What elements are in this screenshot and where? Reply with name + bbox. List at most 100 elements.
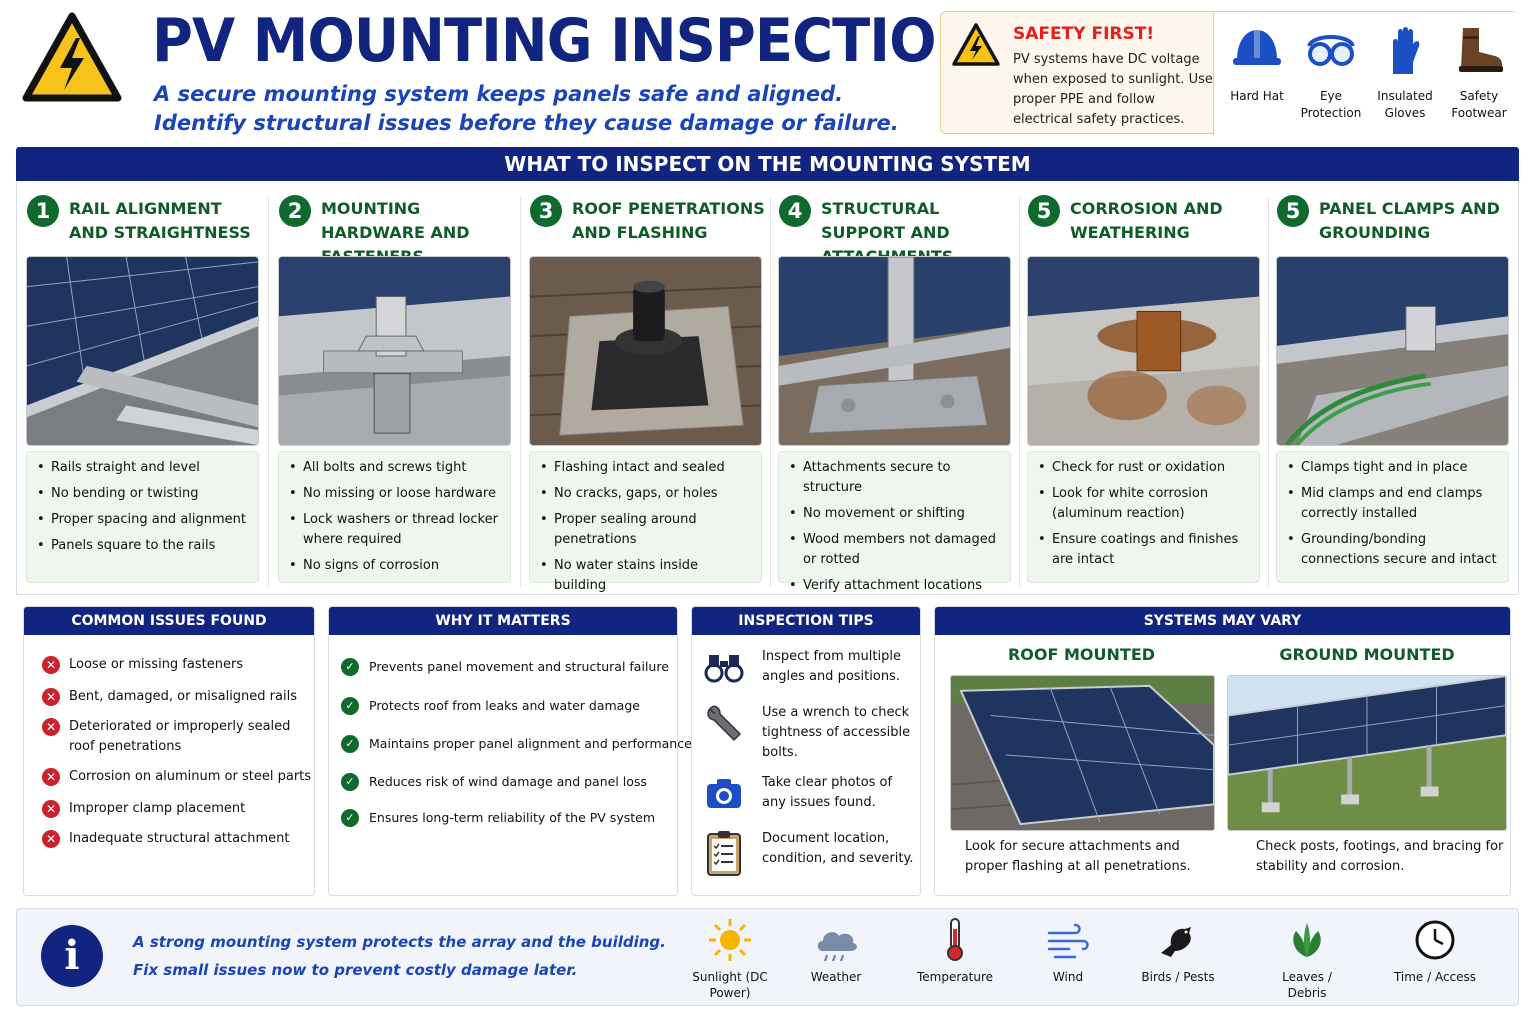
bullet-item: Proper spacing and alignment [37,510,250,530]
step-number: 2 [279,195,311,227]
bullet-item: Check for rust or oxidation [1038,458,1251,478]
panel-clamps-photo [1276,256,1509,446]
column-divider [268,197,269,587]
panel-heading: WHY IT MATTERS [329,607,677,635]
panel-heading: INSPECTION TIPS [692,607,920,635]
leaf-icon [1293,923,1321,957]
mounting-hardware-photo [278,256,511,446]
bullet-item: No signs of corrosion [289,556,502,576]
roof-flashing-photo [529,256,762,446]
safety-footwear-icon [1459,28,1503,72]
x-icon: ✕ [42,830,60,848]
wrench-icon [707,705,742,742]
rail-alignment-photo [26,256,259,446]
why-it-matters-panel: WHY IT MATTERS ✓Prevents panel movement … [328,606,692,896]
page-title: PV MOUNTING INSPECTION [152,6,982,76]
ground-mounted-caption: Check posts, footings, and bracing for s… [1256,839,1504,874]
bullet-item: No movement or shifting [789,504,1002,524]
camera-icon [707,779,741,808]
footer-banner: i A strong mounting system protects the … [16,908,1519,1006]
card-title: RAIL ALIGNMENT AND STRAIGHTNESS [69,199,251,242]
step-number: 5 [1028,195,1060,227]
bird-icon [1161,927,1191,957]
check-icon: ✓ [341,697,359,715]
subtitle-line-1: A secure mounting system keeps panels sa… [154,82,844,106]
check-icon: ✓ [341,809,359,827]
hard-hat-icon [1233,30,1281,65]
bullet-list: Attachments secure to structure No movem… [778,451,1011,596]
bullet-item: Proper sealing around penetrations [540,510,753,550]
factor-label: Wind [1052,970,1084,984]
inspect-card-mounting-hardware: 2 MOUNTING HARDWARE AND FASTENERS All bo… [269,181,519,595]
bullet-item: Wood members not damaged or rotted [789,530,1002,570]
ground-mounted-photo [1227,675,1507,831]
panel-heading: SYSTEMS MAY VARY [935,607,1510,635]
warning-icon [952,23,1000,66]
ppe-label: Safety Footwear [1451,89,1507,120]
thermometer-icon [947,918,963,961]
section-banner: WHAT TO INSPECT ON THE MOUNTING SYSTEM [16,147,1519,181]
check-icon: ✓ [341,658,359,676]
ppe-safety-footwear: Safety Footwear [1442,22,1516,122]
tip-item: Inspect from multiple angles and positio… [704,647,914,687]
bullet-item: Mid clamps and end clamps correctly inst… [1287,484,1500,524]
card-title: CORROSION AND WEATHERING [1070,199,1223,242]
factor-label: Sunlight (DC Power) [692,970,768,1000]
factor-weather: Weather [791,917,881,985]
tip-item: Document location, condition, and severi… [704,829,914,876]
tip-text: Use a wrench to check tightness of acces… [762,705,911,760]
inspect-card-panel-clamps: 5 PANEL CLAMPS AND GROUNDING Clamps tigh… [1267,181,1517,595]
issue-item: ✕Deteriorated or improperly sealed roof … [42,717,314,757]
bullet-item: Clamps tight and in place [1287,458,1500,478]
bullet-item: Flashing intact and sealed [540,458,753,478]
column-divider [770,197,771,587]
column-divider [1019,197,1020,587]
subtitle-line-2: Identify structural issues before they c… [154,111,899,135]
bullet-list: Check for rust or oxidation Look for whi… [1027,451,1260,583]
ppe-eye-protection: Eye Protection [1294,22,1368,122]
insulated-gloves-icon [1393,27,1420,74]
bullet-list: Clamps tight and in place Mid clamps and… [1276,451,1509,583]
column-divider [520,197,521,587]
bullet-list: Flashing intact and sealed No cracks, ga… [529,451,762,593]
x-icon: ✕ [42,768,60,786]
info-icon: i [41,925,103,987]
bullet-item: No missing or loose hardware [289,484,502,504]
issue-item: ✕Inadequate structural attachment [42,829,314,849]
panel-heading: COMMON ISSUES FOUND [24,607,314,635]
factor-label: Leaves / Debris [1282,970,1332,1000]
card-title: PANEL CLAMPS AND GROUNDING [1319,199,1500,242]
roof-mounted-photo [950,675,1215,831]
benefit-item: ✓Prevents panel movement and structural … [341,658,669,676]
clipboard-icon [707,831,741,876]
bullet-item: No bending or twisting [37,484,250,504]
x-icon: ✕ [42,800,60,818]
cloud-icon [817,932,857,962]
x-icon: ✕ [42,718,60,736]
bullet-item: Attachments secure to structure [789,458,1002,498]
factor-birds-pests: Birds / Pests [1133,917,1223,985]
ppe-label: Eye Protection [1300,89,1362,120]
bullet-item: No cracks, gaps, or holes [540,484,753,504]
common-issues-panel: COMMON ISSUES FOUND ✕Loose or missing fa… [23,606,315,896]
tip-item: Use a wrench to check tightness of acces… [704,703,914,763]
step-number: 3 [530,195,562,227]
inspect-area: 1 RAIL ALIGNMENT AND STRAIGHTNESS [16,181,1519,596]
bullet-item: Lock washers or thread locker where requ… [289,510,502,550]
high-voltage-warning-icon [22,12,122,102]
bullet-item: Grounding/bonding connections secure and… [1287,530,1500,570]
issue-item: ✕Corrosion on aluminum or steel parts [42,767,314,787]
footer-line-1: A strong mounting system protects the ar… [133,933,666,951]
x-icon: ✕ [42,688,60,706]
bullet-item: No water stains inside building [540,556,753,596]
tip-text: Take clear photos of any issues found. [762,775,893,810]
wind-icon [1047,923,1089,959]
check-icon: ✓ [341,773,359,791]
factor-temperature: Temperature [910,917,1000,985]
step-number: 5 [1277,195,1309,227]
ppe-hard-hat: Hard Hat [1220,22,1294,105]
factor-label: Birds / Pests [1141,970,1215,984]
structural-support-photo [778,256,1011,446]
bullet-list: All bolts and screws tight No missing or… [278,451,511,583]
